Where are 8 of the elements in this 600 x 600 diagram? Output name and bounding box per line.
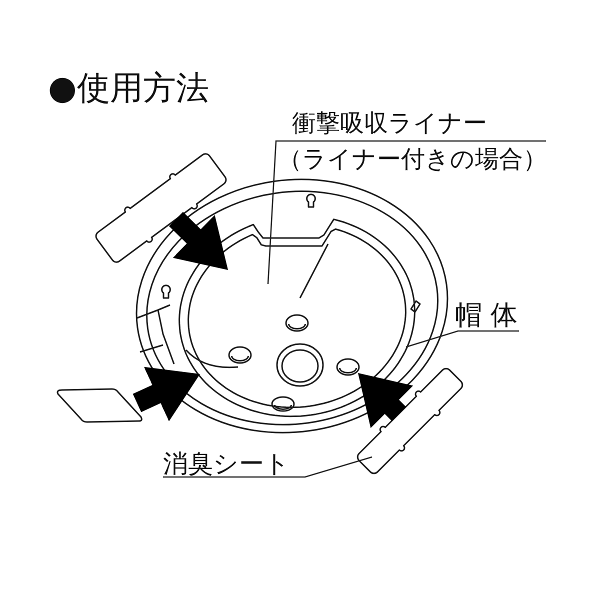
leader-line	[163, 456, 372, 478]
leader-line	[406, 330, 519, 348]
title: ●使用方法	[48, 68, 209, 108]
label-note: （ライナー付きの場合）	[278, 145, 547, 173]
part-label: 帽 体	[455, 300, 519, 331]
part-label: 衝撃吸収ライナー	[292, 109, 487, 137]
leader-line	[267, 140, 546, 284]
part-label: 消臭シート	[163, 450, 291, 477]
